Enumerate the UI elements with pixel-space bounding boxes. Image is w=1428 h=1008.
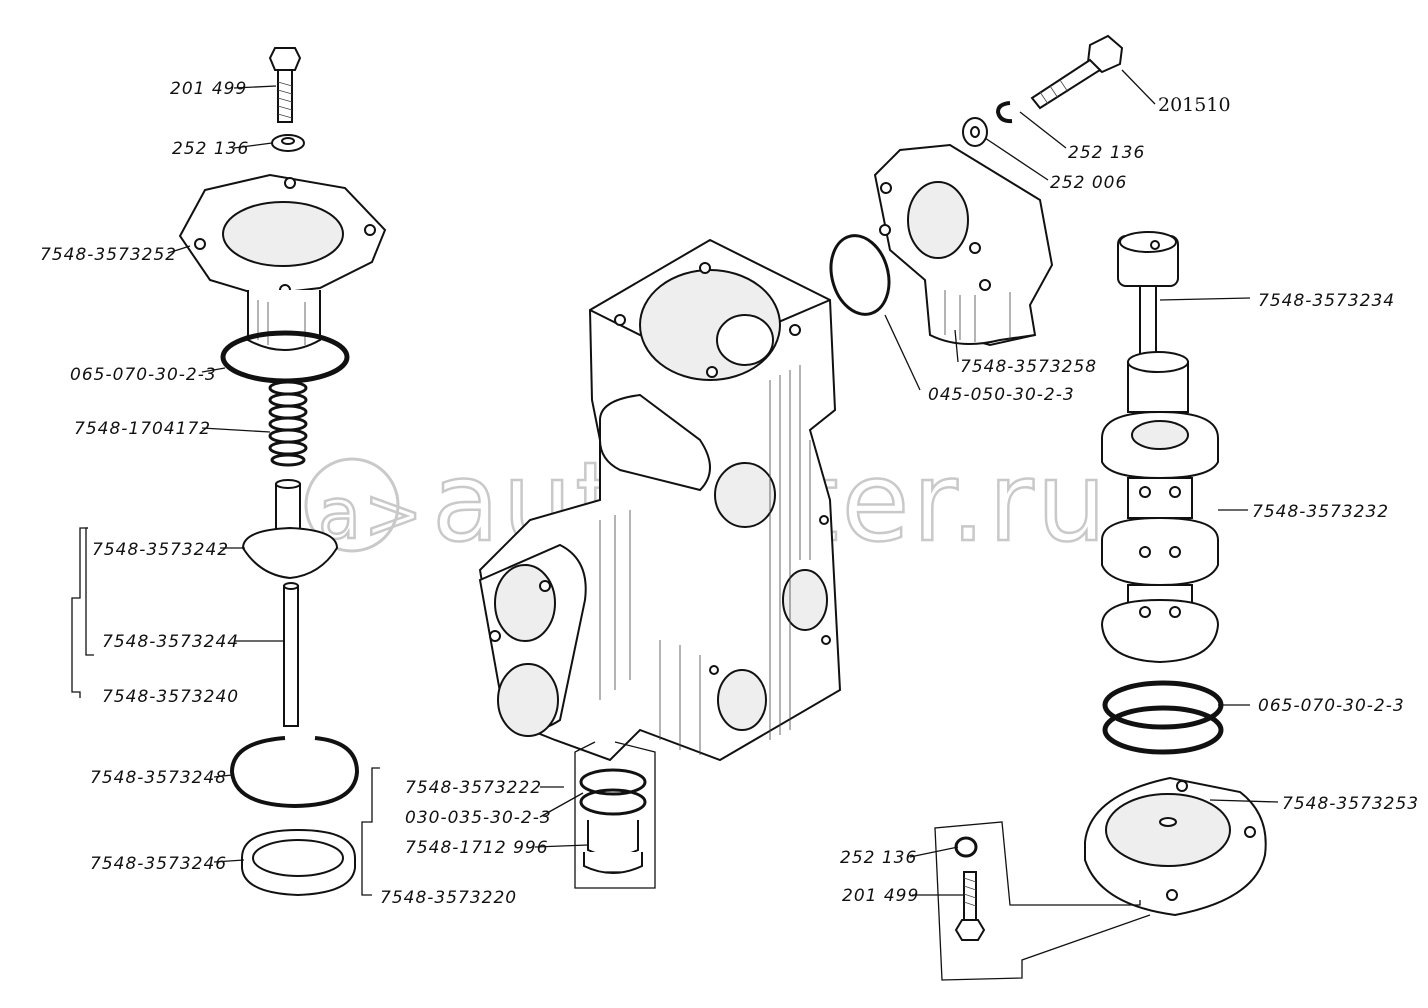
label-201499-top: 201 499 bbox=[170, 79, 247, 99]
spool-3573232 bbox=[1100, 410, 1220, 664]
label-065-070-left: 065-070-30-2-3 bbox=[70, 365, 217, 385]
o-rings-065-070-right bbox=[1102, 680, 1224, 755]
label-1712996: 7548-1712 996 bbox=[405, 838, 549, 858]
label-252006: 252 006 bbox=[1050, 173, 1127, 193]
plug-group-box bbox=[574, 741, 656, 889]
label-252136-bottom: 252 136 bbox=[840, 848, 917, 868]
fastener-group-box bbox=[934, 821, 1151, 981]
label-252136-top: 252 136 bbox=[172, 139, 249, 159]
label-3573258: 7548-3573258 bbox=[960, 357, 1097, 377]
washer-3573246 bbox=[241, 828, 356, 897]
part-labels: 201 499 252 136 7548-3573252 065-070-30-… bbox=[40, 79, 1419, 908]
washer-252136-top bbox=[271, 134, 305, 152]
label-030-035: 030-035-30-2-3 bbox=[405, 808, 552, 828]
pin-3573244 bbox=[283, 582, 299, 727]
label-3573242: 7548-3573242 bbox=[92, 540, 229, 560]
label-201499-bottom: 201 499 bbox=[842, 886, 919, 906]
watermark-logo-circle bbox=[304, 457, 400, 553]
spring-1704172 bbox=[268, 380, 308, 467]
label-1704172: 7548-1704172 bbox=[74, 419, 211, 439]
o-ring-045-050 bbox=[829, 234, 891, 316]
bolt-201510 bbox=[1030, 34, 1124, 110]
label-3573234: 7548-3573234 bbox=[1258, 291, 1395, 311]
label-3573248: 7548-3573248 bbox=[90, 768, 227, 788]
bolt-201499-top bbox=[268, 47, 302, 123]
label-3573232: 7548-3573232 bbox=[1252, 502, 1389, 522]
snap-ring-3573248 bbox=[229, 736, 360, 809]
cover-3573252 bbox=[178, 173, 387, 351]
label-3573240: 7548-3573240 bbox=[102, 687, 239, 707]
label-3573246: 7548-3573246 bbox=[90, 854, 227, 874]
valve-3573242 bbox=[241, 479, 339, 580]
leader-lines bbox=[71, 69, 1279, 896]
label-252136-right: 252 136 bbox=[1068, 143, 1145, 163]
label-3573220: 7548-3573220 bbox=[380, 888, 517, 908]
label-3573253: 7548-3573253 bbox=[1282, 794, 1419, 814]
label-065-070-right: 065-070-30-2-3 bbox=[1258, 696, 1405, 716]
label-3573222: 7548-3573222 bbox=[405, 778, 542, 798]
lock-washer-252136-right bbox=[995, 101, 1013, 124]
label-045-050: 045-050-30-2-3 bbox=[928, 385, 1075, 405]
washer-252006 bbox=[962, 117, 988, 147]
label-3573252: 7548-3573252 bbox=[40, 245, 177, 265]
plunger-3573234 bbox=[1117, 231, 1189, 413]
washer-252136-bottom bbox=[954, 836, 978, 858]
o-ring-030-035 bbox=[579, 768, 647, 796]
elbow-flange-3573258 bbox=[873, 143, 1054, 347]
valve-body-housing bbox=[478, 238, 842, 762]
plug-1712996 bbox=[587, 820, 639, 857]
label-3573244: 7548-3573244 bbox=[102, 632, 239, 652]
cover-3573253 bbox=[1084, 776, 1267, 917]
label-201510: 201510 bbox=[1158, 94, 1231, 116]
